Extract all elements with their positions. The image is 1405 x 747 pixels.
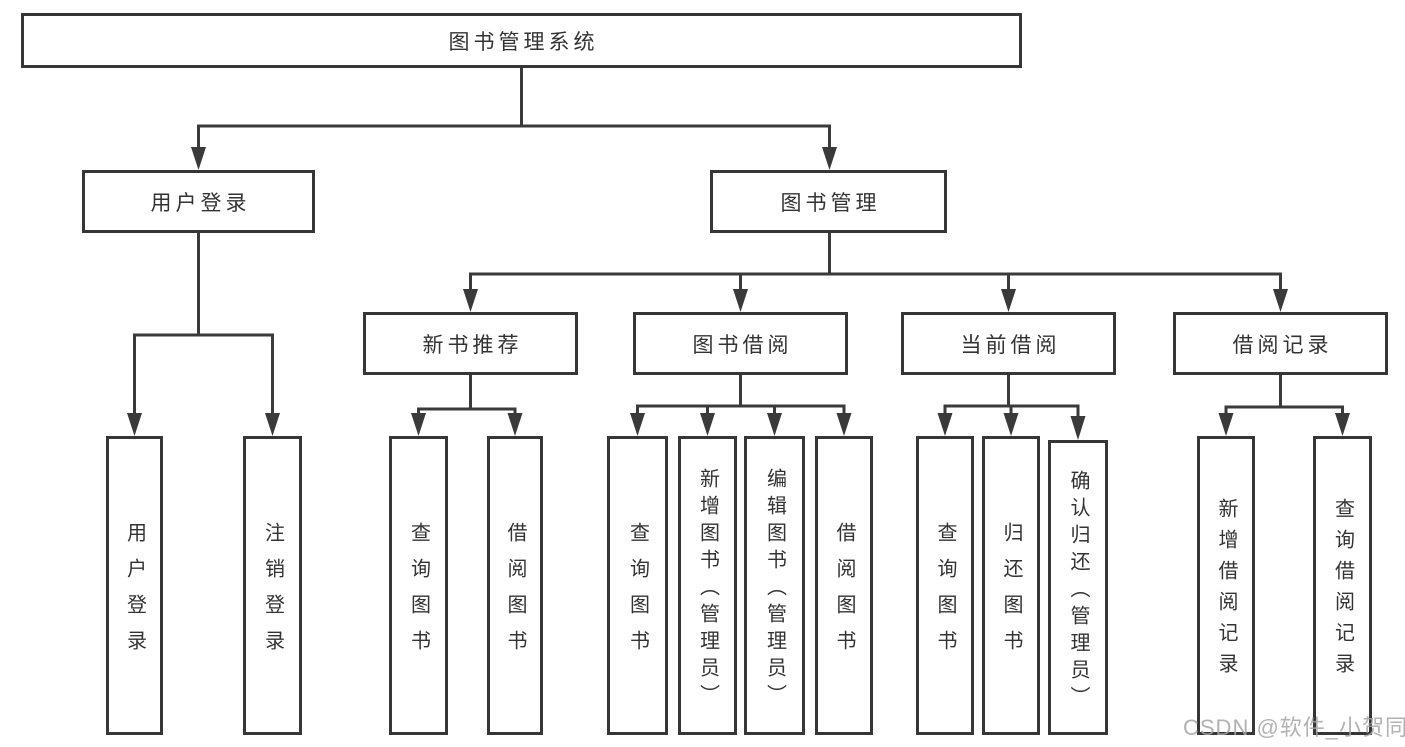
arrow-down-icon xyxy=(191,147,206,170)
arrow-down-icon xyxy=(733,289,748,312)
arrow-down-icon xyxy=(822,147,837,170)
arrow-down-icon xyxy=(1335,413,1350,436)
node-leaf-cb-confirm-return-admin: 确认归还（管理员） xyxy=(1048,440,1108,735)
arrow-down-icon xyxy=(265,413,280,436)
arrow-down-icon xyxy=(767,413,782,436)
connector-bookmgmt-to-level3 xyxy=(463,233,1288,312)
node-label: 注销登录 xyxy=(261,521,284,666)
node-user-login: 用户登录 xyxy=(82,170,315,233)
node-leaf-nb-query-books: 查询图书 xyxy=(389,436,448,735)
arrow-down-icon xyxy=(463,289,478,312)
node-label: 图书借阅 xyxy=(692,333,793,357)
node-book-management: 图书管理 xyxy=(710,170,947,233)
node-system-root: 图书管理系统 xyxy=(21,13,1022,68)
connector-currentborrow-to-children xyxy=(937,375,1086,440)
arrow-down-icon xyxy=(127,413,142,436)
node-leaf-bb-add-books-admin: 新增图书（管理员） xyxy=(678,436,737,735)
arrow-down-icon xyxy=(1003,413,1019,436)
watermark: CSDN @软件_小贺同学 xyxy=(1183,715,1405,740)
node-label: 新书推荐 xyxy=(422,333,523,357)
node-leaf-bb-borrow-books: 借阅图书 xyxy=(815,436,873,735)
arrow-down-icon xyxy=(1218,413,1234,436)
arrow-down-icon xyxy=(1001,289,1016,312)
node-label: 当前借阅 xyxy=(960,333,1061,357)
connector-records-to-children xyxy=(1218,375,1350,436)
arrow-down-icon xyxy=(1070,416,1086,440)
node-label: 图书管理 xyxy=(780,191,881,215)
node-label: 查询图书 xyxy=(934,521,956,666)
connector-bookborrow-to-children xyxy=(630,375,852,436)
node-label: 用户登录 xyxy=(123,521,146,666)
node-leaf-br-query-record: 查询借阅记录 xyxy=(1313,436,1372,735)
arrow-down-icon xyxy=(1273,289,1288,312)
connector-userlogin-to-children xyxy=(127,233,280,436)
node-leaf-user-login: 用户登录 xyxy=(106,436,163,735)
node-label: 新增图书（管理员） xyxy=(696,467,719,711)
arrow-down-icon xyxy=(937,413,953,436)
arrow-down-icon xyxy=(630,413,645,436)
node-label: 编辑图书（管理员） xyxy=(763,467,786,711)
arrow-down-icon xyxy=(507,413,523,436)
node-label: 借阅记录 xyxy=(1232,333,1333,357)
node-leaf-br-add-record: 新增借阅记录 xyxy=(1197,436,1255,735)
node-current-borrow: 当前借阅 xyxy=(901,312,1116,375)
arrow-down-icon xyxy=(836,413,852,436)
node-borrow-records: 借阅记录 xyxy=(1173,312,1388,375)
node-book-borrow: 图书借阅 xyxy=(633,312,848,375)
node-leaf-cb-return-books: 归还图书 xyxy=(982,436,1040,735)
node-label: 借阅图书 xyxy=(833,521,855,666)
connector-newbooks-to-children xyxy=(411,375,523,436)
node-leaf-bb-edit-books-admin: 编辑图书（管理员） xyxy=(744,436,805,735)
node-label: 图书管理系统 xyxy=(448,30,599,54)
node-label: 查询借阅记录 xyxy=(1331,498,1354,684)
arrow-down-icon xyxy=(411,413,426,436)
connector-root-to-level2 xyxy=(191,68,837,170)
node-label: 查询图书 xyxy=(626,521,649,666)
node-new-book-recommend: 新书推荐 xyxy=(363,312,578,375)
arrow-down-icon xyxy=(700,413,715,436)
node-label: 查询图书 xyxy=(407,521,430,666)
node-label: 用户登录 xyxy=(150,191,251,215)
node-leaf-bb-query-books: 查询图书 xyxy=(607,436,668,735)
node-leaf-nb-borrow-books: 借阅图书 xyxy=(487,436,543,735)
node-label: 归还图书 xyxy=(1000,521,1022,666)
node-leaf-cb-query-books: 查询图书 xyxy=(916,436,974,735)
node-leaf-logout: 注销登录 xyxy=(243,436,302,735)
node-label: 借阅图书 xyxy=(504,521,526,666)
node-label: 确认归还（管理员） xyxy=(1067,469,1089,713)
node-label: 新增借阅记录 xyxy=(1215,498,1237,684)
